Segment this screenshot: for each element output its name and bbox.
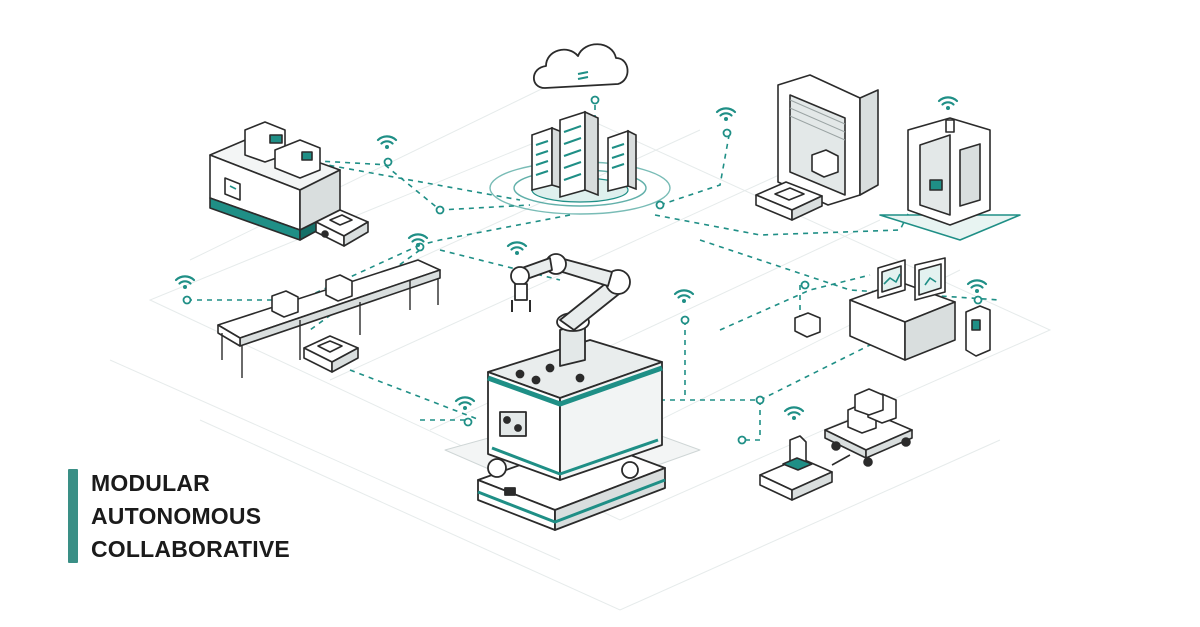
storage-cabinet-icon xyxy=(879,117,1021,241)
tagline-line-modular: MODULAR xyxy=(91,470,210,496)
wifi-icon xyxy=(506,241,528,257)
tagline-accent-bar xyxy=(68,469,78,563)
cloud-icon xyxy=(532,43,629,89)
amr-robot-icon xyxy=(755,181,823,221)
mobile-manipulator-robot-icon xyxy=(444,253,701,531)
tugger-robot-cart-icon xyxy=(759,388,913,501)
server-rack-icon xyxy=(489,110,671,215)
tagline-line-autonomous: AUTONOMOUS xyxy=(91,503,262,529)
wifi-icon xyxy=(407,233,429,249)
wifi-icon xyxy=(673,289,695,305)
tagline-line-collaborative: COLLABORATIVE xyxy=(91,536,290,562)
wifi-icon xyxy=(376,135,398,151)
conveyor-belt-icon xyxy=(217,259,441,378)
wifi-icon xyxy=(966,279,988,295)
wifi-icon xyxy=(454,396,476,412)
wifi-icon xyxy=(783,406,805,422)
warehouse-dock-icon xyxy=(777,74,879,206)
amr-robot-icon xyxy=(315,209,369,247)
tagline-words: MODULAR AUTONOMOUS COLLABORATIVE xyxy=(91,469,290,563)
wifi-icon xyxy=(715,107,737,123)
wifi-icon xyxy=(937,96,959,112)
tagline: MODULAR AUTONOMOUS COLLABORATIVE xyxy=(68,469,290,563)
amr-robot-icon xyxy=(303,335,359,373)
workstation-monitors-icon xyxy=(794,257,991,361)
